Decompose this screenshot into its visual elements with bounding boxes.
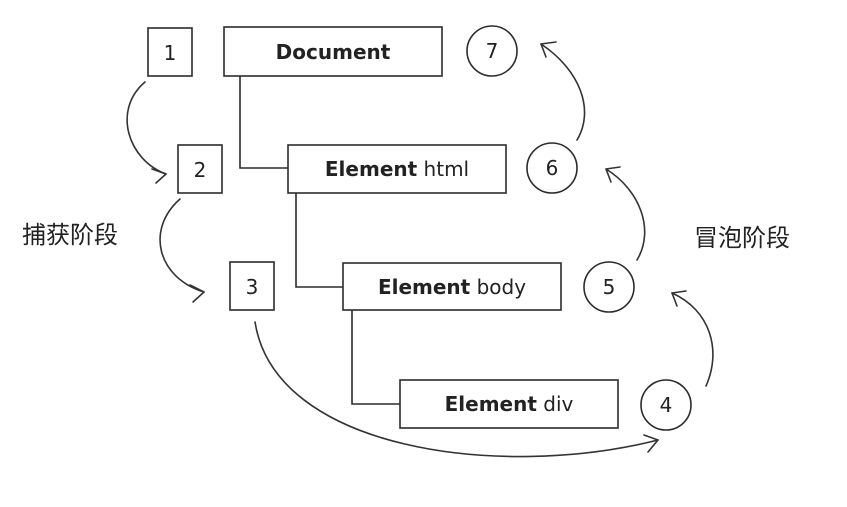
svg-text:Element div: Element div xyxy=(445,392,574,416)
svg-text:Element html: Element html xyxy=(325,157,469,181)
step-5: 5 xyxy=(583,261,635,313)
step-3: 3 xyxy=(229,261,275,311)
tree-line-document-html xyxy=(239,76,288,169)
node-body-kind: Element xyxy=(378,275,471,299)
tree-line-html-body xyxy=(295,193,343,288)
arrow-6-to-7 xyxy=(540,41,586,141)
arrow-3-to-4 xyxy=(254,321,659,458)
step-7-label: 7 xyxy=(486,39,499,63)
node-html-tag: html xyxy=(424,157,470,181)
step-6-label: 6 xyxy=(546,156,559,180)
step-6: 6 xyxy=(526,142,578,194)
svg-text:Element body: Element body xyxy=(378,275,526,299)
capture-phase-label: 捕获阶段 xyxy=(22,221,118,249)
node-html: Element html xyxy=(287,144,507,194)
bubble-phase-label: 冒泡阶段 xyxy=(694,224,790,252)
step-4-label: 4 xyxy=(660,393,673,417)
arrow-2-to-3 xyxy=(159,198,205,303)
step-1: 1 xyxy=(147,27,193,77)
arrow-1-to-2 xyxy=(126,81,167,184)
step-2: 2 xyxy=(177,144,223,194)
node-div-tag: div xyxy=(543,392,573,416)
node-html-kind: Element xyxy=(325,157,418,181)
step-3-label: 3 xyxy=(246,275,259,299)
arrow-5-to-6 xyxy=(605,166,646,261)
step-7: 7 xyxy=(466,25,518,77)
step-2-label: 2 xyxy=(194,158,207,182)
arrow-4-to-5 xyxy=(671,290,714,387)
node-div: Element div xyxy=(399,379,619,429)
node-div-kind: Element xyxy=(445,392,538,416)
node-document: Document xyxy=(223,26,443,77)
node-document-kind: Document xyxy=(276,40,391,64)
node-body: Element body xyxy=(342,262,562,311)
node-body-tag: body xyxy=(477,275,527,299)
svg-text:Document: Document xyxy=(276,40,391,64)
step-1-label: 1 xyxy=(164,41,177,65)
step-5-label: 5 xyxy=(603,275,616,299)
step-4: 4 xyxy=(640,379,692,431)
tree-line-body-div xyxy=(351,310,400,405)
